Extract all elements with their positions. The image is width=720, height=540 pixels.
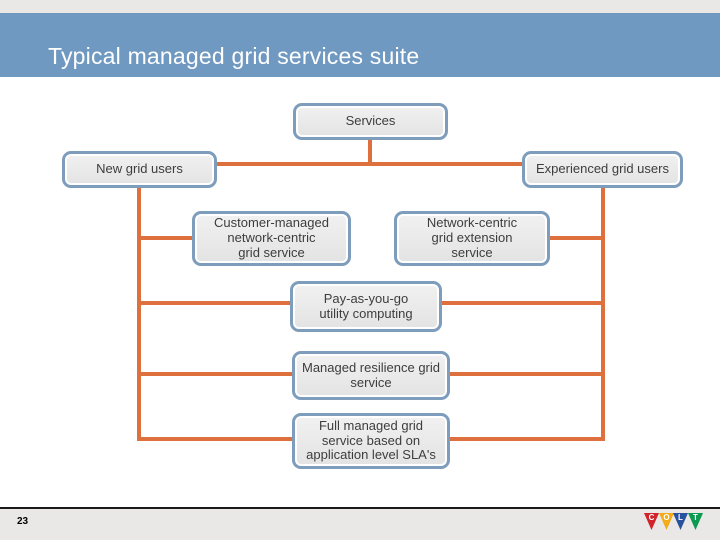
connector-right-network-centric [548, 236, 605, 240]
top-strip [0, 0, 720, 13]
node-customer-managed: Customer-managed network-centric grid se… [192, 211, 351, 266]
connector-right-vertical [601, 187, 605, 441]
logo-pennant-t-icon: T [688, 513, 703, 530]
header-band: Typical managed grid services suite [0, 13, 720, 77]
logo-pennant-l-icon: L [673, 513, 688, 530]
connector-left-managed-resilience [137, 372, 294, 376]
node-full-managed: Full managed grid service based on appli… [292, 413, 450, 469]
connector-services-drop [368, 139, 372, 166]
colt-logo: C O L T [644, 513, 704, 531]
connector-left-vertical [137, 187, 141, 441]
logo-pennant-c-icon: C [644, 513, 659, 530]
connector-right-pay-as-you-go [440, 301, 605, 305]
slide-title: Typical managed grid services suite [48, 43, 420, 69]
connector-left-pay-as-you-go [137, 301, 292, 305]
node-managed-resilience: Managed resilience grid service [292, 351, 450, 400]
connector-right-managed-resilience [448, 372, 605, 376]
page-number: 23 [17, 516, 29, 527]
footer-band [0, 509, 720, 540]
connector-left-full-managed [137, 437, 294, 441]
node-new-grid-users: New grid users [62, 151, 217, 188]
logo-pennant-o-icon: O [659, 513, 674, 530]
connector-right-full-managed [448, 437, 605, 441]
footer-divider [0, 507, 720, 509]
node-network-centric-ext: Network-centric grid extension service [394, 211, 550, 266]
node-experienced-grid-users: Experienced grid users [522, 151, 683, 188]
connector-left-customer-managed [137, 236, 194, 240]
node-services: Services [293, 103, 448, 140]
connector-users-horizontal [216, 162, 524, 166]
node-pay-as-you-go: Pay-as-you-go utility computing [290, 281, 442, 332]
